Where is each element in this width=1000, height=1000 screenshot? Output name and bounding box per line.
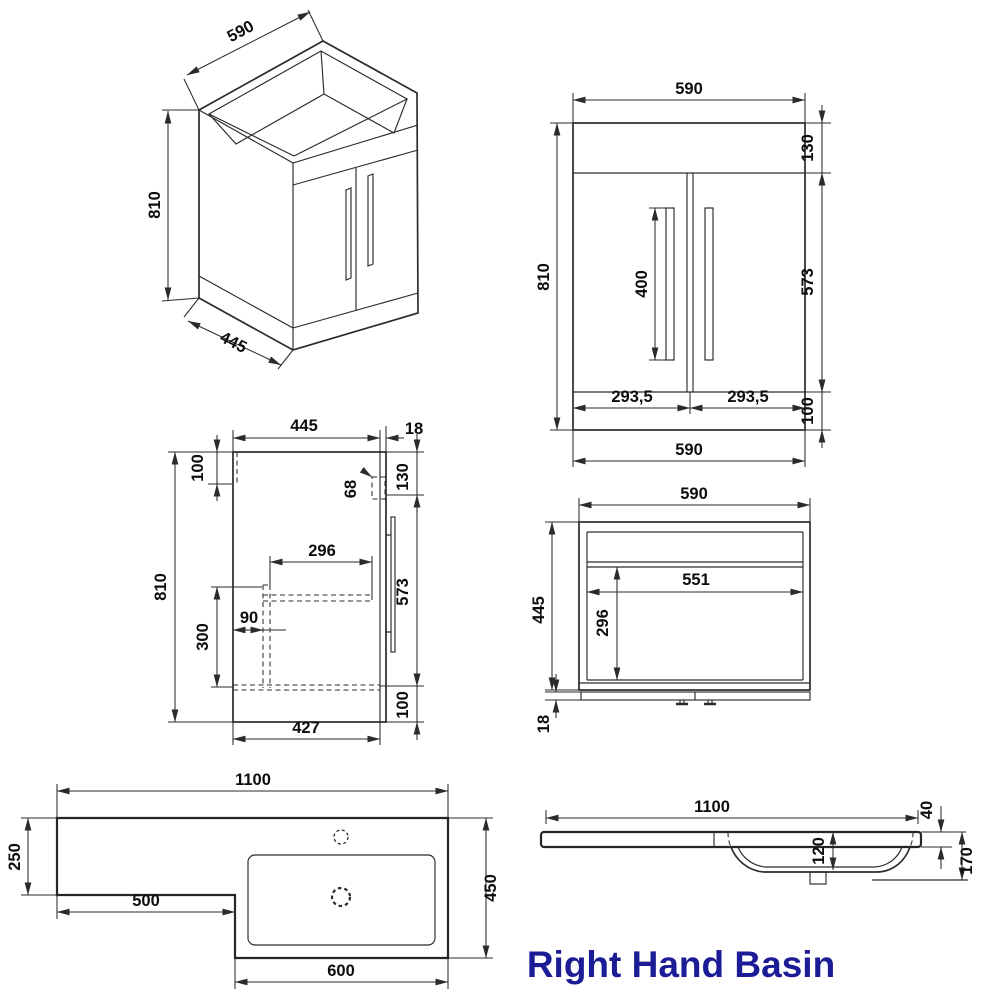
- hinge-plate-hidden: [371, 476, 386, 500]
- dim-front-width-top: 590: [675, 80, 703, 98]
- dim-front-width-bottom: 590: [675, 441, 703, 459]
- side-view: 445 18 100 810 130 573 100 68 296: [152, 417, 424, 745]
- dim-basintop-ledge-depth: 250: [6, 843, 24, 871]
- dim-side-depth: 445: [290, 417, 318, 435]
- top-view: 590 445 551 296 18: [530, 485, 811, 733]
- dim-basinside-edge-height: 40: [918, 801, 936, 819]
- basin-side-view: 1100 40 170 120: [539, 798, 976, 885]
- dim-iso-height: 810: [146, 191, 164, 219]
- dim-front-plinth: 100: [799, 397, 817, 425]
- dim-side-height: 810: [152, 573, 170, 601]
- dim-front-top-panel: 130: [799, 134, 817, 162]
- waste-hole: [330, 886, 352, 908]
- dim-front-handle-length: 400: [633, 270, 651, 298]
- dim-side-plinth: 100: [394, 691, 412, 719]
- dim-front-door-height: 573: [799, 268, 817, 296]
- dim-front-left-door-width: 293,5: [611, 388, 652, 406]
- tap-hole: [333, 829, 349, 845]
- dim-side-top-rail: 100: [189, 454, 207, 482]
- drawing-title: Right Hand Basin: [527, 944, 835, 985]
- dim-iso-depth: 445: [217, 328, 250, 357]
- dim-side-internal-depth: 427: [292, 719, 320, 737]
- front-view: 400 590 810 130 573 100 293,5 293,5 590: [535, 80, 831, 467]
- door-handle-left-front: [665, 207, 675, 361]
- door-handle-right-front: [704, 207, 714, 361]
- bowl-inner: [737, 846, 903, 868]
- dim-side-door-height: 573: [394, 578, 412, 606]
- dim-top-door-thickness: 18: [535, 715, 553, 733]
- dim-basinside-total-height: 170: [958, 847, 976, 875]
- dim-side-top-section: 130: [394, 463, 412, 491]
- dim-top-width: 590: [680, 485, 708, 503]
- dim-side-hinge-plate: 68: [342, 480, 360, 498]
- dim-top-depth: 445: [530, 596, 548, 624]
- dim-side-shelf-width: 296: [308, 542, 336, 560]
- dim-side-door-thickness: 18: [405, 420, 423, 438]
- dim-front-height: 810: [535, 263, 553, 291]
- basin-bowl-plan: [247, 854, 436, 946]
- door-handle-side: [390, 516, 396, 653]
- dim-basinside-bowl-depth: 120: [810, 837, 828, 865]
- dim-side-clearance: 300: [194, 623, 212, 651]
- basin-slab: [539, 830, 923, 849]
- dim-basintop-ledge-width: 500: [132, 892, 160, 910]
- waste-outlet: [809, 871, 827, 885]
- dim-basintop-bowl-width: 600: [327, 962, 355, 980]
- dim-basintop-width: 1100: [235, 771, 271, 789]
- door-handle-left-iso: [345, 187, 352, 281]
- basin-top-view: 1100 250 500 450 600: [6, 771, 500, 989]
- dim-top-internal-depth: 296: [594, 609, 612, 637]
- dim-basinside-width: 1100: [694, 798, 730, 816]
- dim-basintop-depth: 450: [482, 874, 500, 902]
- door-handle-right-iso: [367, 173, 374, 267]
- dim-front-right-door-width: 293,5: [727, 388, 768, 406]
- dim-side-offset: 90: [240, 609, 258, 627]
- dim-top-internal-width: 551: [682, 571, 710, 589]
- isometric-view: 590 810 445: [146, 9, 419, 370]
